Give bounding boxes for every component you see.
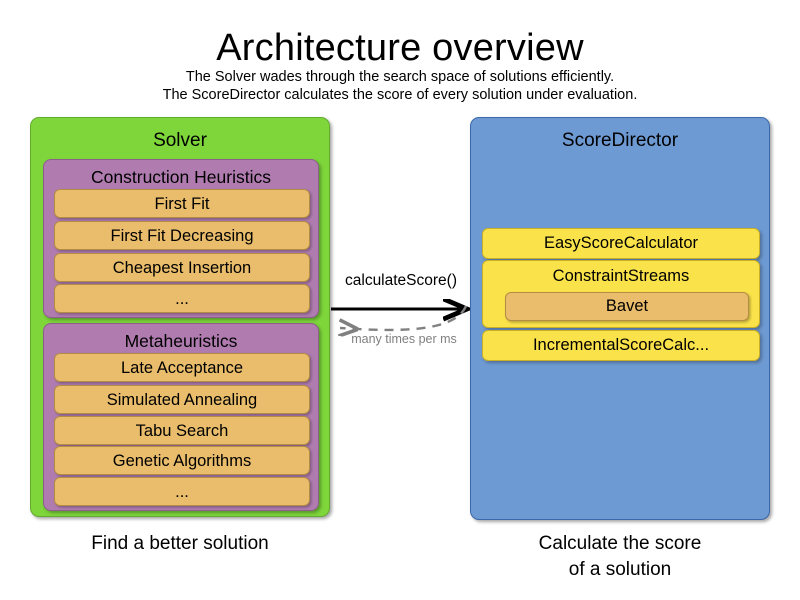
page-title: Architecture overview <box>216 27 584 69</box>
solver-panel[interactable]: Solver Construction Heuristics First Fit… <box>30 117 330 517</box>
item-first-fit[interactable]: First Fit <box>54 189 310 218</box>
item-late-acceptance[interactable]: Late Acceptance <box>54 353 310 382</box>
constraint-streams-box[interactable]: ConstraintStreams Bavet <box>482 260 760 328</box>
bavet-box[interactable]: Bavet <box>505 292 749 321</box>
easy-score-calculator-box[interactable]: EasyScoreCalculator <box>482 228 760 259</box>
solver-panel-title: Solver <box>153 130 207 151</box>
incremental-score-calculator-box[interactable]: IncrementalScoreCalc... <box>482 330 760 361</box>
construction-heuristics-title: Construction Heuristics <box>91 167 271 187</box>
item-construction-more[interactable]: ... <box>54 284 310 313</box>
metaheuristics-group[interactable]: Metaheuristics Late Acceptance Simulated… <box>43 323 319 511</box>
item-first-fit-decreasing[interactable]: First Fit Decreasing <box>54 221 310 250</box>
many-times-per-ms-label: many times per ms <box>351 332 457 346</box>
constraint-streams-label: ConstraintStreams <box>552 267 690 285</box>
construction-heuristics-group[interactable]: Construction Heuristics First Fit First … <box>43 159 319 318</box>
scoredirector-panel-title: ScoreDirector <box>561 130 679 151</box>
page-subtitle: The Solver wades through the search spac… <box>0 68 800 104</box>
scoredirector-caption-line-2: of a solution <box>568 559 672 580</box>
item-metaheuristics-more[interactable]: ... <box>54 477 310 506</box>
subtitle-line-2: The ScoreDirector calculates the score o… <box>162 87 638 103</box>
item-cheapest-insertion[interactable]: Cheapest Insertion <box>54 253 310 282</box>
many-times-per-ms-arrow <box>340 305 468 330</box>
calculate-score-label: calculateScore() <box>345 272 457 289</box>
solver-caption: Find a better solution <box>91 533 269 554</box>
item-tabu-search[interactable]: Tabu Search <box>54 416 310 445</box>
metaheuristics-title: Metaheuristics <box>124 331 238 351</box>
scoredirector-caption: Calculate the score of a solution <box>470 531 770 583</box>
scoredirector-panel[interactable]: ScoreDirector EasyScoreCalculator Constr… <box>470 117 770 520</box>
scoredirector-caption-line-1: Calculate the score <box>538 533 702 554</box>
subtitle-line-1: The Solver wades through the search spac… <box>185 69 615 85</box>
item-simulated-annealing[interactable]: Simulated Annealing <box>54 385 310 414</box>
item-genetic-algorithms[interactable]: Genetic Algorithms <box>54 446 310 475</box>
